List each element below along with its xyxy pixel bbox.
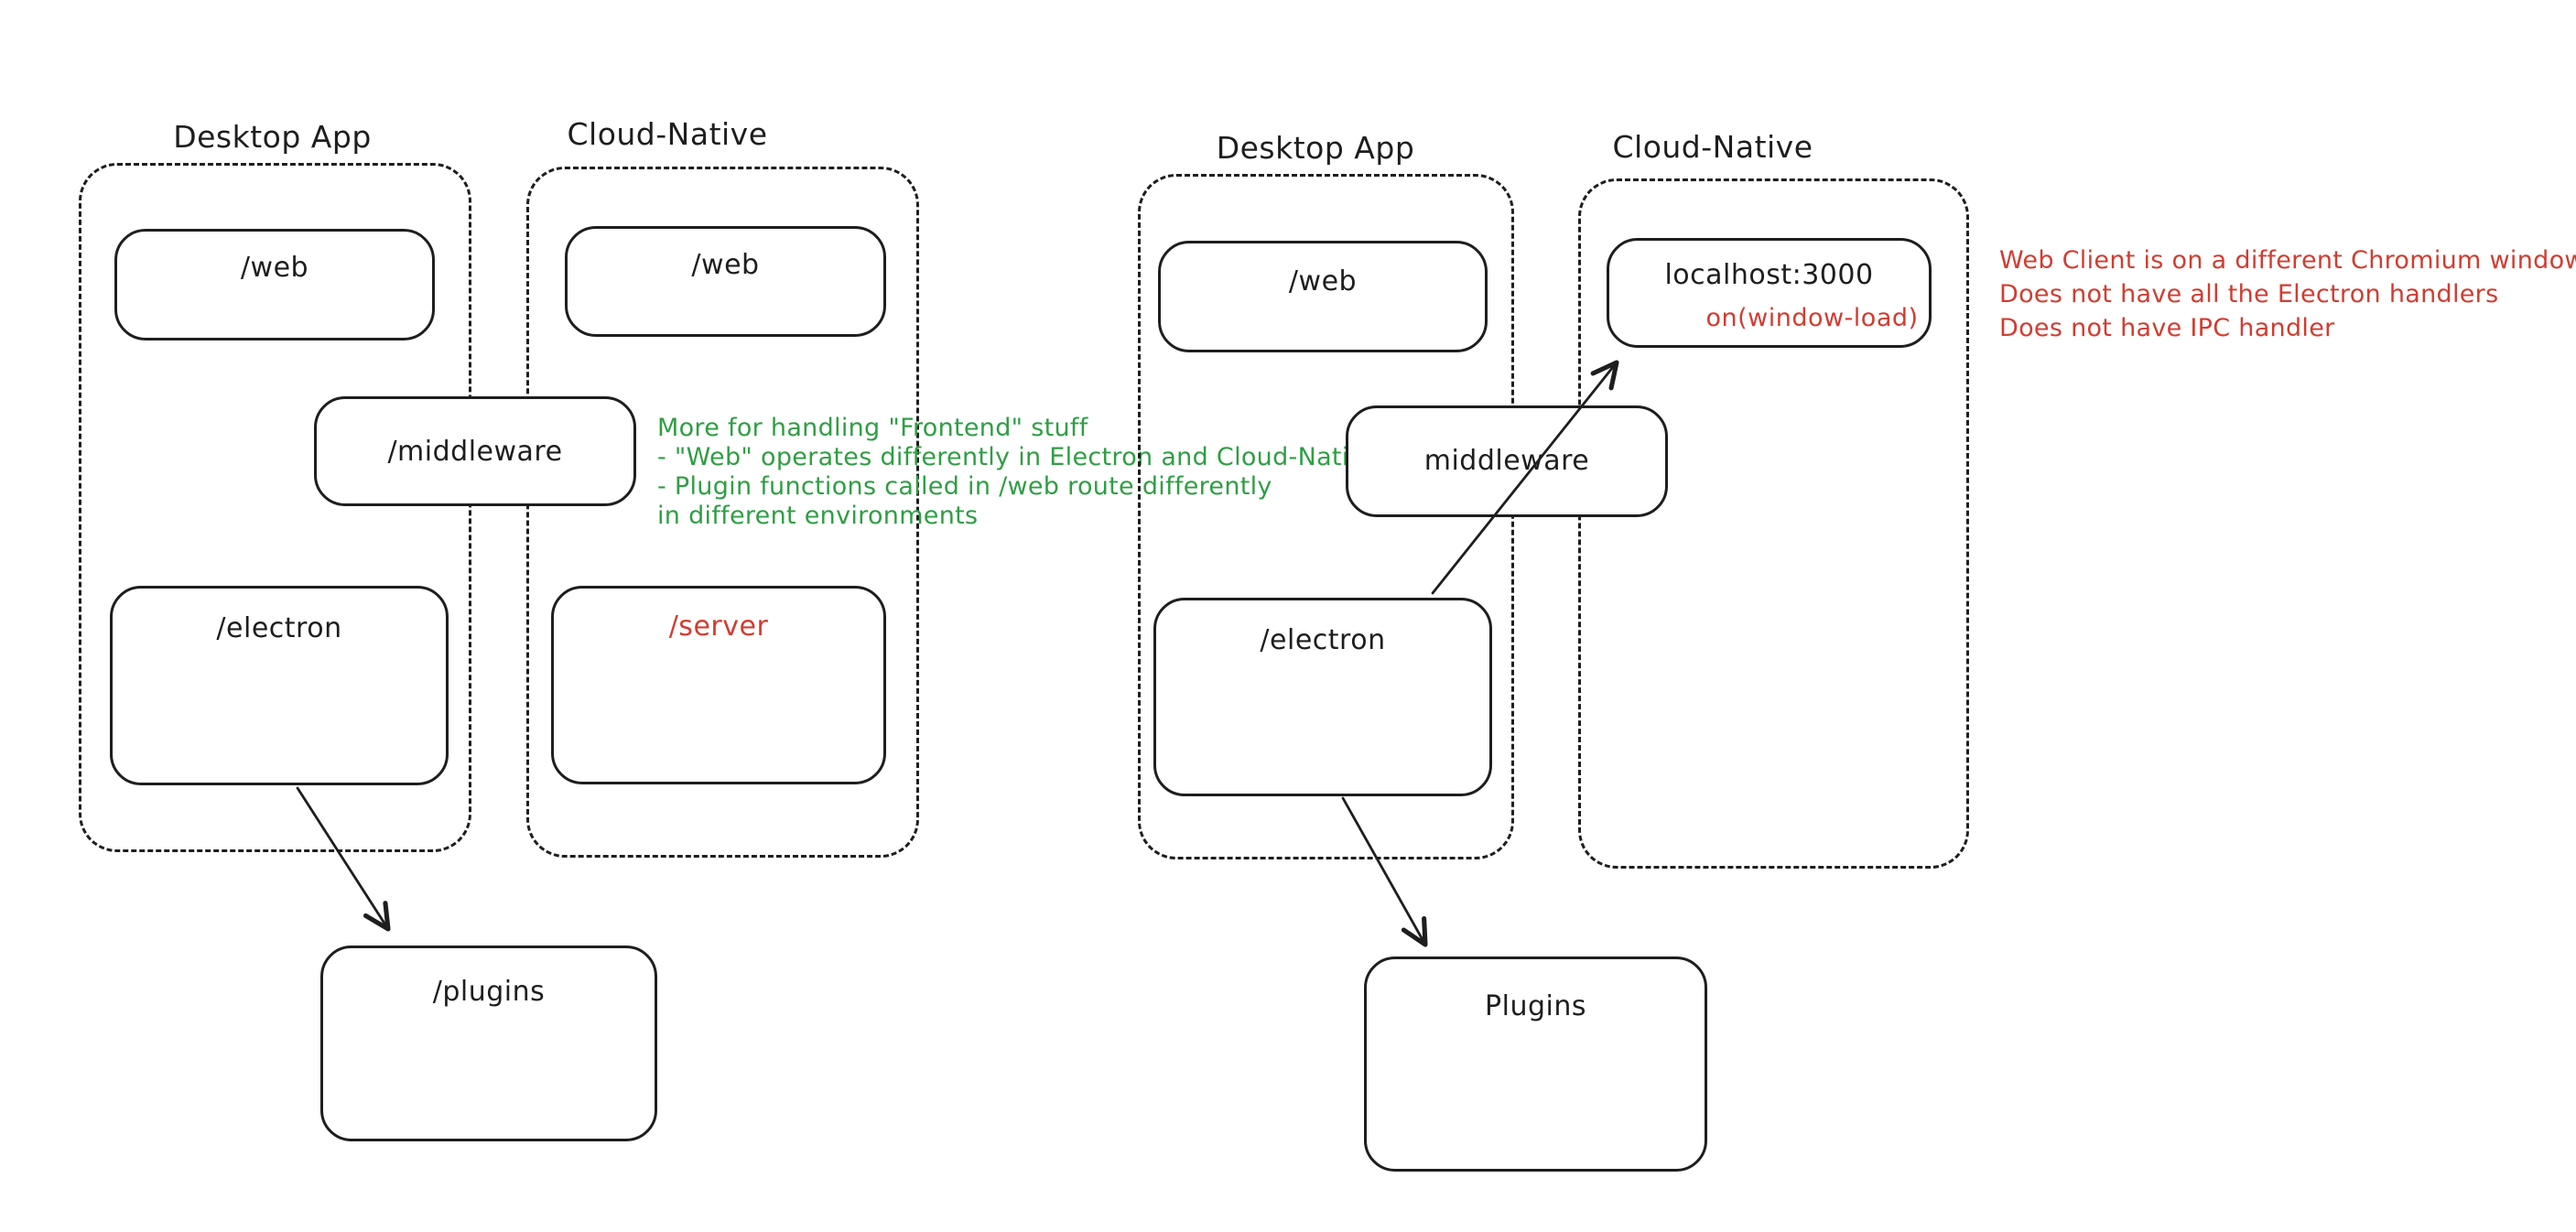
right-desktop-web-box: /web (1158, 241, 1488, 352)
red-annotation-line: Does not have all the Electron handlers (1999, 280, 2499, 308)
left-cloud-native-container (526, 167, 919, 858)
red-annotation-line: Does not have IPC handler (1999, 314, 2335, 342)
left-middleware-box: /middleware (314, 396, 636, 506)
green-annotation-line: - "Web" operates differently in Electron… (657, 443, 1380, 471)
right-plugins-box: Plugins (1364, 956, 1707, 1172)
right-cloud-native-title: Cloud-Native (1612, 129, 1813, 165)
left-electron-box: /electron (110, 586, 449, 785)
window-load-label: on(window-load) (1705, 304, 1919, 332)
localhost-label: localhost:3000 (1664, 259, 1874, 291)
left-cloud-native-title: Cloud-Native (567, 116, 768, 152)
right-localhost-box: localhost:3000 on(window-load) (1607, 238, 1932, 348)
left-server-box: /server (551, 586, 886, 784)
red-annotation-line: Web Client is on a different Chromium wi… (1999, 246, 2576, 275)
left-desktop-app-container (79, 163, 471, 852)
left-plugins-box: /plugins (320, 946, 657, 1141)
green-annotation: More for handling "Frontend" stuff - "We… (657, 414, 1380, 531)
red-annotation: Web Client is on a different Chromium wi… (1999, 243, 2576, 345)
green-annotation-line: - Plugin functions called in /web route … (657, 472, 1272, 501)
right-electron-box: /electron (1153, 598, 1492, 796)
right-desktop-app-title: Desktop App (1216, 130, 1415, 166)
left-desktop-web-box: /web (114, 229, 435, 340)
green-annotation-line: More for handling "Frontend" stuff (657, 414, 1088, 442)
right-middleware-box: middleware (1346, 405, 1668, 517)
green-annotation-line: in different environments (657, 502, 979, 530)
left-desktop-app-title: Desktop App (173, 119, 372, 155)
left-cloud-web-box: /web (565, 226, 886, 337)
